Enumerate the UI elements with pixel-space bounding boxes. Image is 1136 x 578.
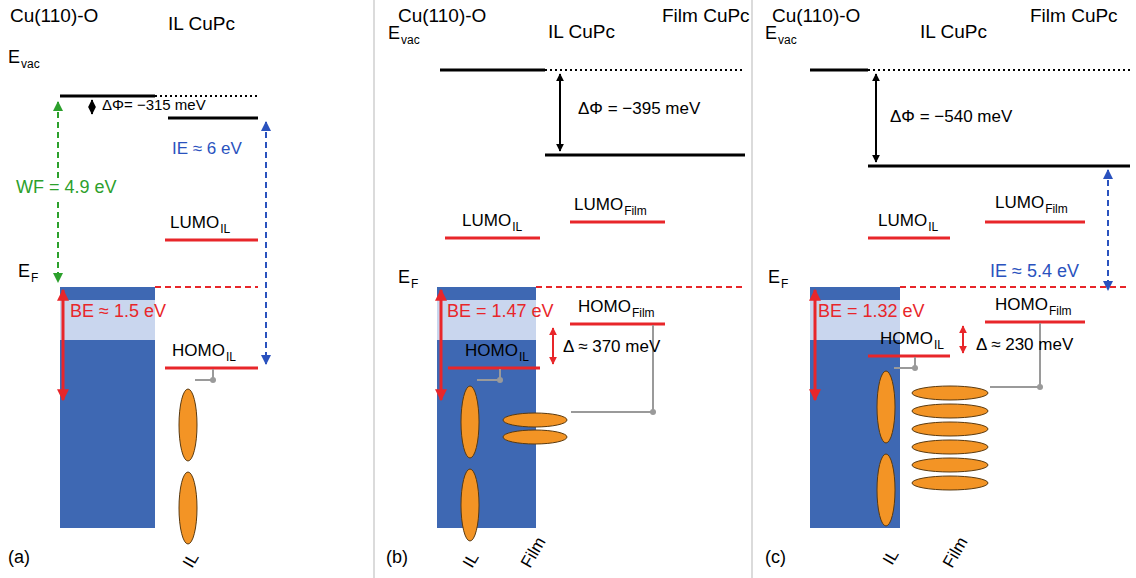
diagram-label: Cu(110)-O <box>398 6 486 27</box>
diagram-label: ΔΦ = −395 meV <box>578 100 700 119</box>
diagram-label: IL <box>460 550 483 572</box>
diagram-label: Δ ≈ 370 meV <box>563 338 660 357</box>
diagram-label: WF = 4.9 eV <box>14 178 119 198</box>
diagram-label: IE ≈ 5.4 eV <box>990 262 1079 282</box>
subscript: F <box>781 278 788 291</box>
film-molecule <box>912 422 988 436</box>
diagram-label: HOMO <box>172 342 225 361</box>
diagram-label: IL <box>180 550 203 572</box>
film-molecule <box>912 404 988 418</box>
diagram-label: LUMO <box>574 196 623 215</box>
diagram-label: Film CuPc <box>1030 6 1118 27</box>
subscript: Film <box>1045 203 1068 216</box>
subscript: IL <box>519 351 529 364</box>
diagram-label: Film <box>518 534 550 571</box>
diagram-label: LUMO <box>995 194 1044 213</box>
diagram-label: IL <box>880 547 903 569</box>
diagram-label: HOMO <box>995 296 1048 315</box>
film-molecule <box>912 386 988 400</box>
subscript: Film <box>1049 305 1072 318</box>
subscript: IL <box>512 221 522 234</box>
subscript: IL <box>928 221 938 234</box>
diagram-label: E <box>765 24 777 44</box>
diagram-label: IL CuPc <box>548 22 615 43</box>
diagram-label: IL CuPc <box>920 22 987 43</box>
subscript: IL <box>220 223 230 236</box>
diagram-label: Film CuPc <box>662 6 750 27</box>
diagram-label: LUMO <box>170 214 219 233</box>
diagram-label: IL CuPc <box>168 14 235 35</box>
diagram-label: HOMO <box>465 342 518 361</box>
subscript: F <box>411 278 418 291</box>
diagram-label: Cu(110)-O <box>10 6 98 27</box>
subscript: vac <box>778 34 797 47</box>
diagram-label: (b) <box>386 548 408 568</box>
diagram-label: BE = 1.32 eV <box>818 302 925 322</box>
diagram-label: ΔΦ= −315 meV <box>102 97 206 114</box>
diagram-label: IE ≈ 6 eV <box>172 140 242 159</box>
diagram-label: E <box>388 24 400 44</box>
subscript: Film <box>632 307 655 320</box>
diagram-label: (a) <box>8 548 30 568</box>
diagram-label: E <box>398 268 410 288</box>
subscript: IL <box>226 351 236 364</box>
subscript: IL <box>934 339 944 352</box>
diagram-label: LUMO <box>878 212 927 231</box>
diagram-label: Cu(110)-O <box>772 6 860 27</box>
diagram-label: ΔΦ = −540 meV <box>890 108 1012 127</box>
diagram-label: Δ ≈ 230 meV <box>976 336 1073 355</box>
diagram-label: E <box>8 48 20 68</box>
diagram-label: HOMO <box>880 330 933 349</box>
diagram-label: E <box>18 262 30 282</box>
subscript: vac <box>21 58 40 71</box>
diagram-label: HOMO <box>578 298 631 317</box>
diagram-label: E <box>768 268 780 288</box>
diagram-label: LUMO <box>462 212 511 231</box>
subscript: Film <box>624 205 647 218</box>
diagram-label: Film <box>940 534 972 571</box>
subscript: vac <box>401 34 420 47</box>
diagram-label: BE ≈ 1.5 eV <box>70 302 166 322</box>
film-molecule <box>912 458 988 472</box>
film-molecule <box>912 476 988 490</box>
diagram-label: BE = 1.47 eV <box>447 302 554 322</box>
diagram-label: (c) <box>765 548 786 568</box>
film-molecule <box>912 440 988 454</box>
subscript: F <box>31 272 38 285</box>
